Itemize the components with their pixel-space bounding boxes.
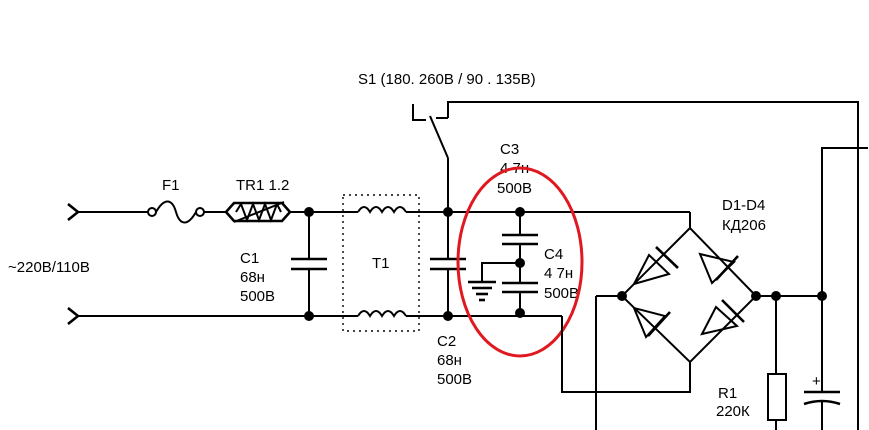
switch-s1 bbox=[412, 101, 859, 430]
diode-d2 bbox=[698, 252, 739, 285]
bridge-part: КД206 bbox=[722, 217, 766, 234]
capacitor-c1 bbox=[291, 212, 327, 316]
r1-value: 220К bbox=[716, 403, 750, 420]
c1-voltage: 500В bbox=[240, 288, 275, 305]
c3-name: C3 bbox=[500, 141, 519, 158]
c2-value: 68н bbox=[437, 352, 462, 369]
c3-voltage: 500В bbox=[497, 180, 532, 197]
c4-value: 4 7н bbox=[544, 265, 573, 282]
c1-name: C1 bbox=[240, 250, 259, 267]
electrolytic-capacitor bbox=[803, 147, 868, 430]
capacitor-c2 bbox=[430, 212, 466, 316]
switch-s1-label: S1 (180. 260В / 90 . 135В) bbox=[358, 71, 536, 88]
highlight-ellipse bbox=[456, 166, 584, 358]
diode-bridge-d1-d4 bbox=[620, 212, 758, 364]
r1-name: R1 bbox=[718, 385, 737, 402]
capacitor-c3 bbox=[502, 212, 538, 283]
capacitor-c4 bbox=[502, 281, 538, 316]
c1-value: 68н bbox=[240, 269, 265, 286]
diode-d4 bbox=[700, 299, 745, 336]
thermistor-tr1 bbox=[224, 201, 292, 223]
bridge-name: D1-D4 bbox=[722, 197, 765, 214]
resistor-r1 bbox=[767, 296, 787, 430]
choke-t1 bbox=[342, 194, 420, 332]
input-voltage-label: ~220В/110В bbox=[8, 259, 90, 276]
c2-name: C2 bbox=[437, 333, 456, 350]
fuse-f1-label: F1 bbox=[162, 177, 180, 194]
electrolytic-plus: + bbox=[812, 373, 821, 390]
diode-d3 bbox=[632, 306, 671, 339]
diode-d1 bbox=[632, 246, 679, 286]
c4-voltage: 500В bbox=[544, 285, 579, 302]
fuse-f1 bbox=[147, 200, 205, 224]
ground-symbol bbox=[468, 262, 520, 302]
t1-label: T1 bbox=[372, 255, 390, 272]
c2-voltage: 500В bbox=[437, 371, 472, 388]
input-terminal-bottom bbox=[67, 306, 81, 326]
c4-name: C4 bbox=[544, 246, 563, 263]
thermistor-tr1-label: TR1 1.2 bbox=[236, 177, 289, 194]
input-terminal-top bbox=[67, 202, 81, 222]
